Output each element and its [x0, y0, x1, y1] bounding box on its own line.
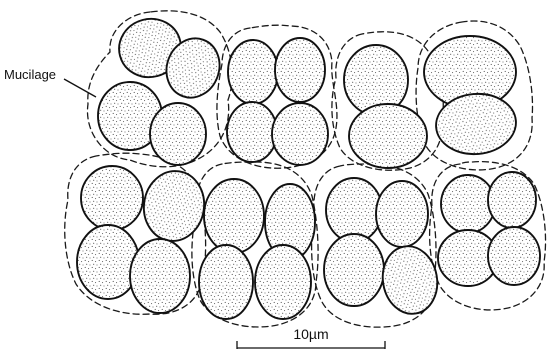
cell [275, 38, 325, 102]
cell [376, 181, 428, 247]
cells [77, 12, 540, 319]
cell [77, 225, 139, 299]
scale-bar-label: 10µm [293, 326, 328, 342]
cell [139, 167, 208, 245]
mucilage-leader-line [64, 79, 96, 97]
cell [228, 40, 278, 104]
cell [130, 239, 190, 313]
cell [81, 166, 143, 230]
cell [488, 172, 536, 228]
cell [326, 178, 382, 242]
cell [324, 234, 384, 306]
cell [255, 245, 311, 319]
cell [349, 104, 427, 168]
cell [441, 175, 495, 233]
mucilage-annotation: Mucilage [4, 67, 96, 97]
cell [488, 227, 540, 285]
cell [272, 103, 328, 165]
cell [378, 242, 443, 318]
cell [199, 245, 253, 319]
cell [204, 179, 264, 253]
mucilage-label: Mucilage [4, 67, 56, 82]
cell [150, 103, 206, 165]
scale-bar: 10µm [237, 326, 385, 349]
cell [227, 102, 277, 162]
